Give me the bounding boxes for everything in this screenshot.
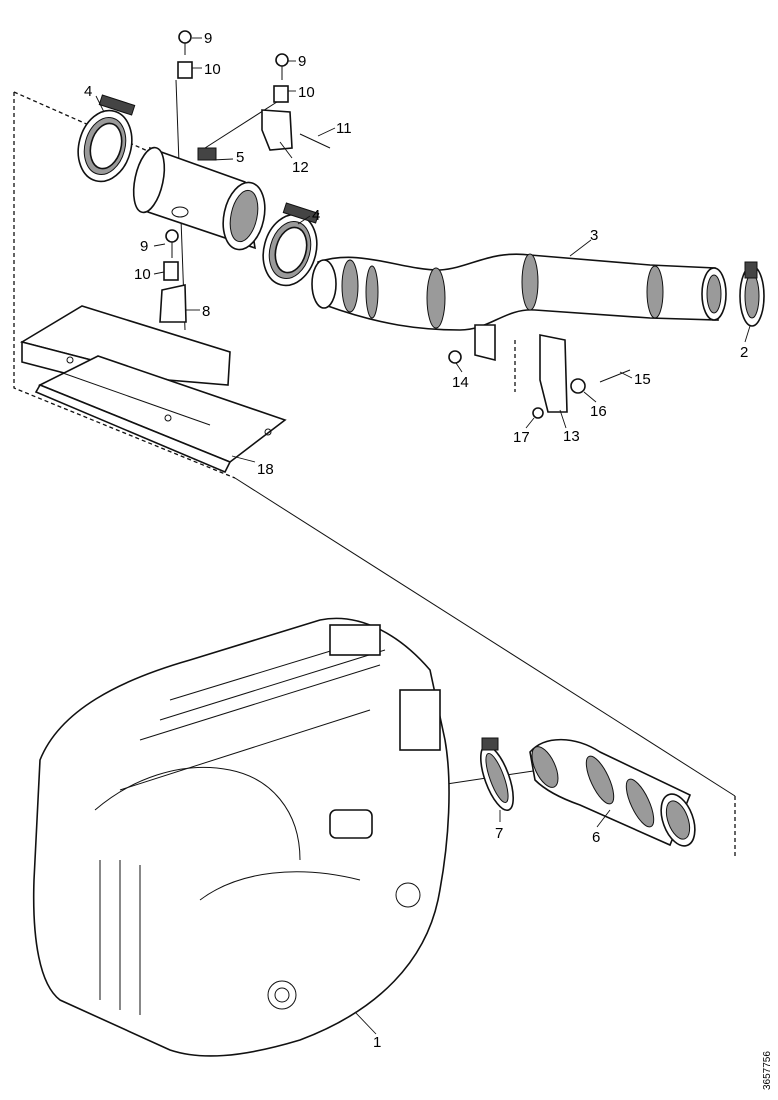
callout-5: 5: [236, 149, 244, 166]
callout-17: 17: [513, 429, 530, 446]
callout-9-upper-left: 9: [204, 30, 212, 47]
callout-12: 12: [292, 159, 309, 176]
bracket-13: [448, 334, 631, 419]
callout-9-lower-left: 9: [140, 238, 148, 255]
callout-10-upper-right: 10: [298, 84, 315, 101]
callout-14: 14: [452, 374, 469, 391]
clamp-7: [480, 737, 514, 812]
callout-16: 16: [590, 403, 607, 420]
callout-6: 6: [592, 829, 600, 846]
callout-labels: 1 2 3 4 4 5 6 7 8 9 10 9 10 9 10 11 12 1…: [84, 30, 748, 1051]
drawing-number: 3657756: [762, 1051, 773, 1090]
callout-4-right: 4: [312, 207, 320, 224]
fastener-stack-lower-left: [159, 229, 187, 323]
fastener-stack-upper-left: [177, 30, 193, 79]
fastener-stack-upper-right: [261, 53, 331, 151]
callout-3: 3: [590, 227, 598, 244]
pipe-5: [132, 146, 266, 251]
callout-10-lower-left: 10: [134, 266, 151, 283]
callout-9-upper-right: 9: [298, 53, 306, 70]
callout-1: 1: [373, 1034, 381, 1051]
callout-11: 11: [336, 120, 352, 137]
callout-10-upper-left: 10: [204, 61, 221, 78]
elbow-pipe-6: [529, 738, 696, 847]
callout-13: 13: [563, 428, 580, 445]
leader-lines: [95, 37, 751, 1035]
callout-7: 7: [495, 825, 503, 842]
callout-15: 15: [634, 371, 651, 388]
silencer-unit-1: [32, 617, 450, 1057]
clamp-2: [739, 261, 765, 327]
callout-8: 8: [202, 303, 210, 320]
exhaust-pipe-3: [311, 253, 727, 362]
callout-2: 2: [740, 344, 748, 361]
callout-18: 18: [257, 461, 274, 478]
mounting-bracket-18: [19, 305, 287, 474]
callout-4-left: 4: [84, 83, 92, 100]
clamp-4-left: [77, 94, 136, 183]
clamp-4-right: [262, 202, 320, 287]
